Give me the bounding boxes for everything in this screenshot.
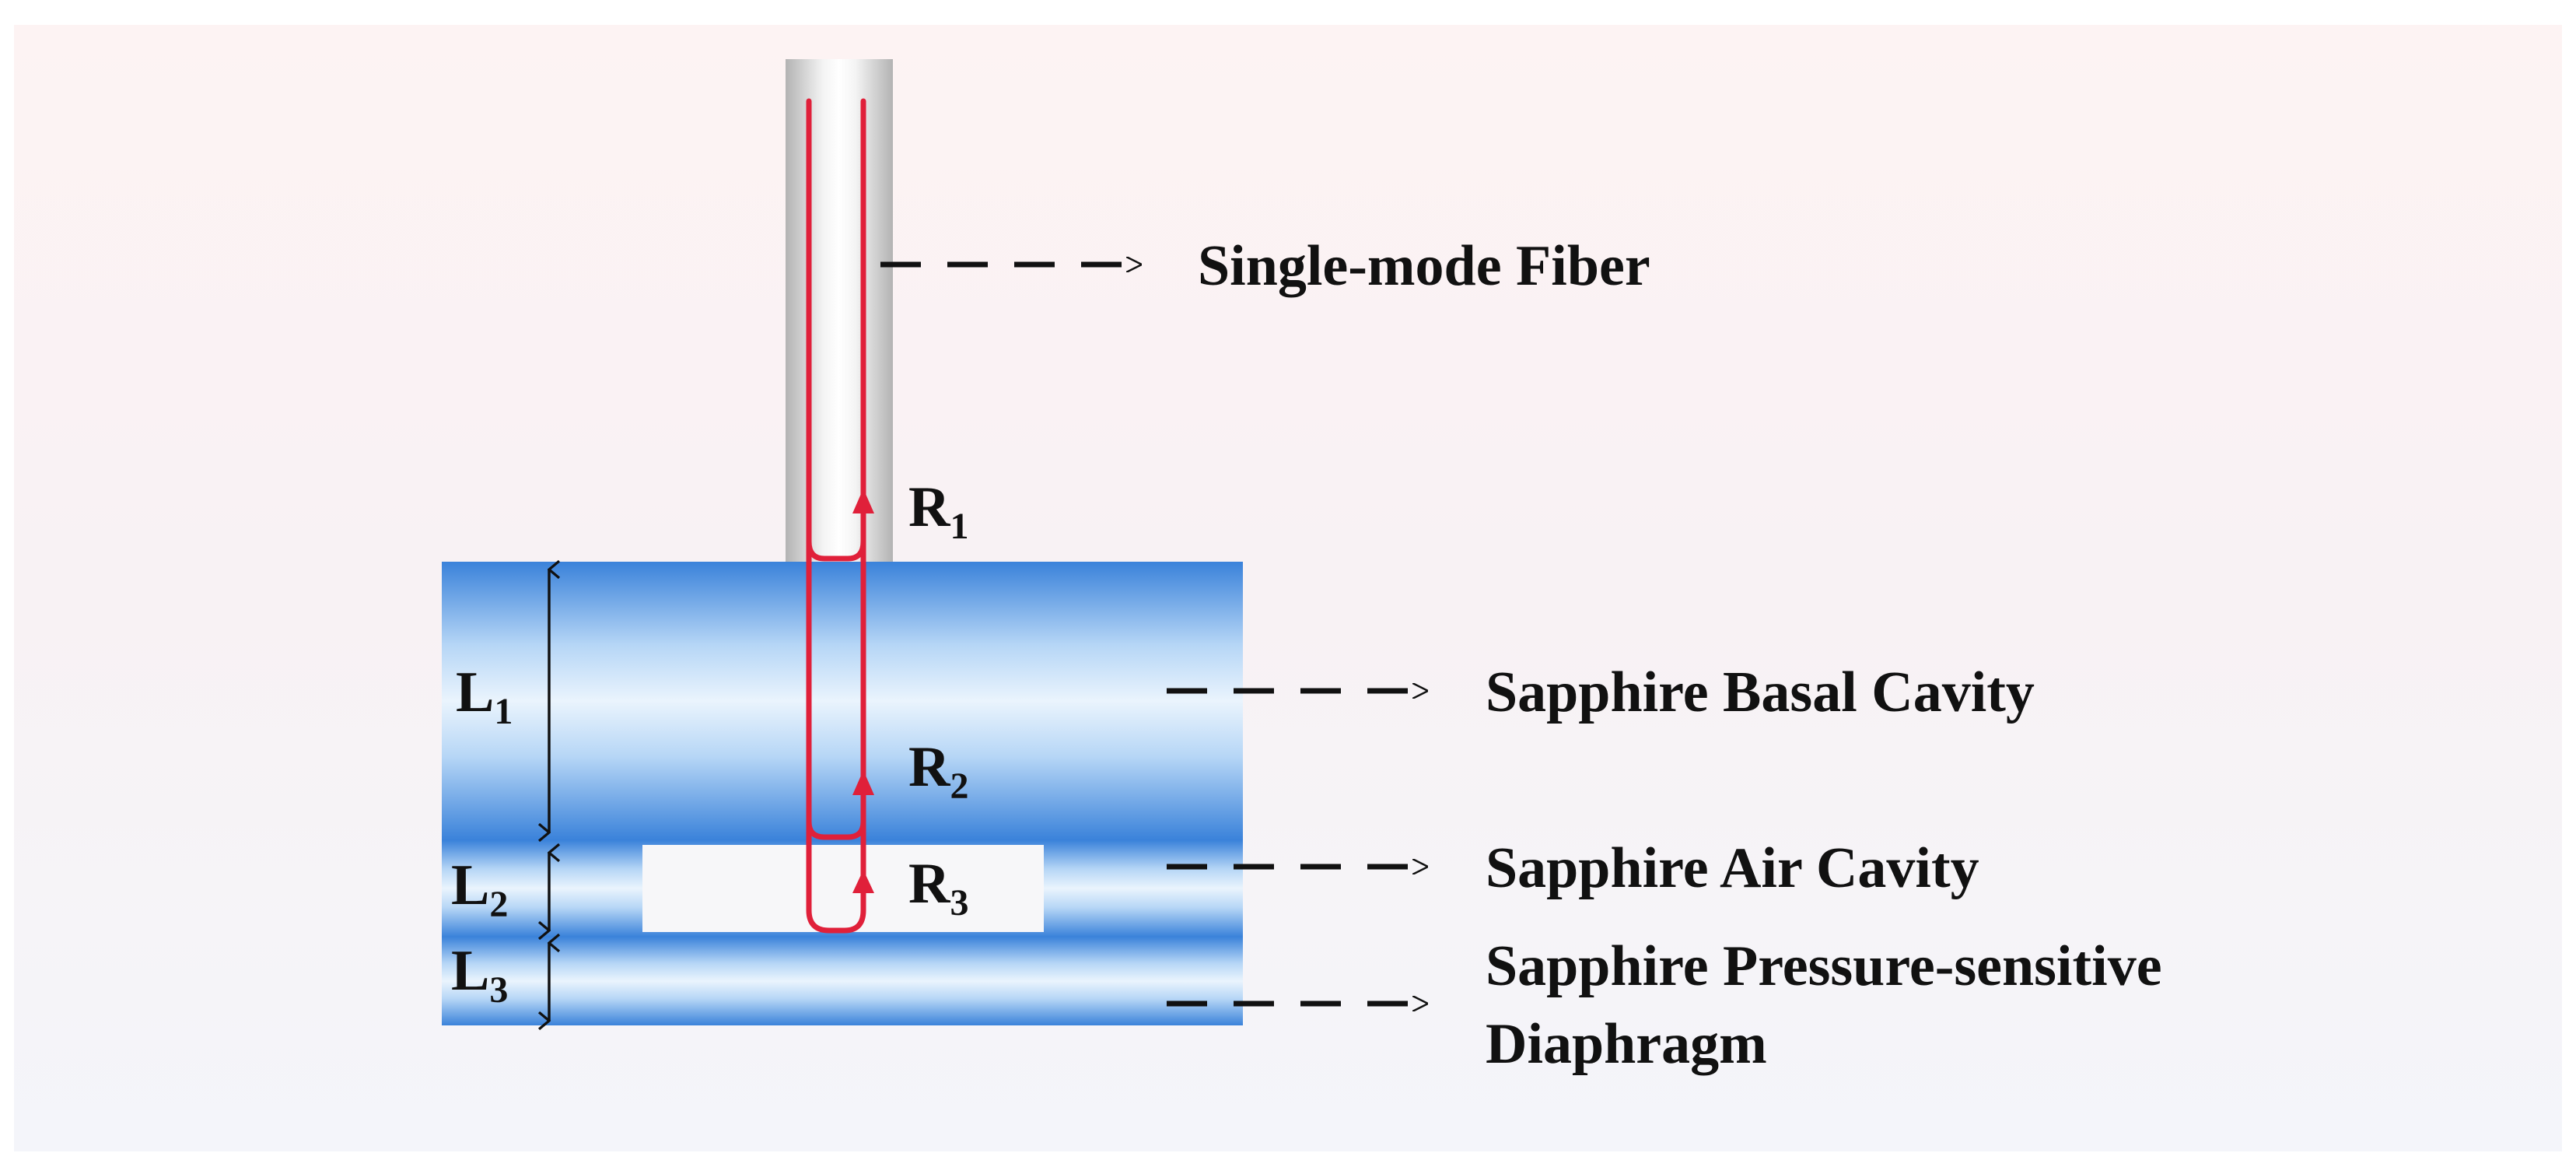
air-cavity-gap bbox=[642, 845, 1044, 932]
reflection-r2-arrow-icon bbox=[852, 770, 874, 795]
reflection-r3-label: R3 bbox=[908, 852, 968, 923]
basal-cavity-label: Sapphire Basal Cavity bbox=[1486, 661, 2035, 724]
fiber-label: Single-mode Fiber bbox=[1198, 234, 1650, 298]
reflection-r1-arrow-icon bbox=[852, 489, 874, 513]
length-l3-label: L3 bbox=[451, 939, 508, 1011]
sapphire-pressure-diaphragm bbox=[442, 937, 1243, 1025]
length-l2-label: L2 bbox=[451, 853, 508, 925]
diagram-background bbox=[14, 25, 2562, 1151]
length-l1-label: L1 bbox=[456, 661, 513, 732]
single-mode-fiber bbox=[786, 59, 893, 562]
light-path bbox=[806, 98, 866, 934]
diaphragm-label-line2: Diaphragm bbox=[1486, 1012, 1767, 1076]
reflection-r2-label: R2 bbox=[908, 735, 968, 807]
reflection-r3-arrow-icon bbox=[852, 870, 874, 893]
diaphragm-label-line1: Sapphire Pressure-sensitive bbox=[1486, 934, 2162, 998]
reflection-r1-label: R1 bbox=[908, 475, 968, 547]
air-cavity-label: Sapphire Air Cavity bbox=[1486, 836, 1979, 900]
sapphire-basal-cavity bbox=[442, 562, 1243, 840]
